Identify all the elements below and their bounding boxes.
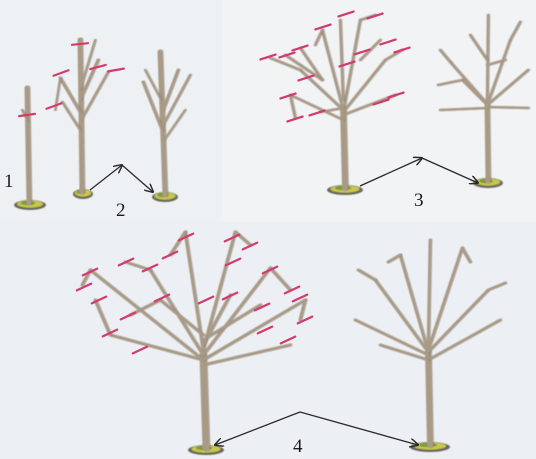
stage-label-2: 2 [116,201,126,220]
branch [428,240,430,350]
trunk [80,40,82,192]
trunk [428,350,430,445]
trunk [27,88,29,203]
stage-label-3: 3 [414,191,424,210]
trunk [487,102,488,181]
panel-bottom [0,222,536,459]
trunk [203,355,206,448]
panel-top-left [0,0,222,222]
stage-label-4: 4 [293,437,303,456]
branch [487,107,528,108]
stage-label-1: 1 [4,172,14,191]
